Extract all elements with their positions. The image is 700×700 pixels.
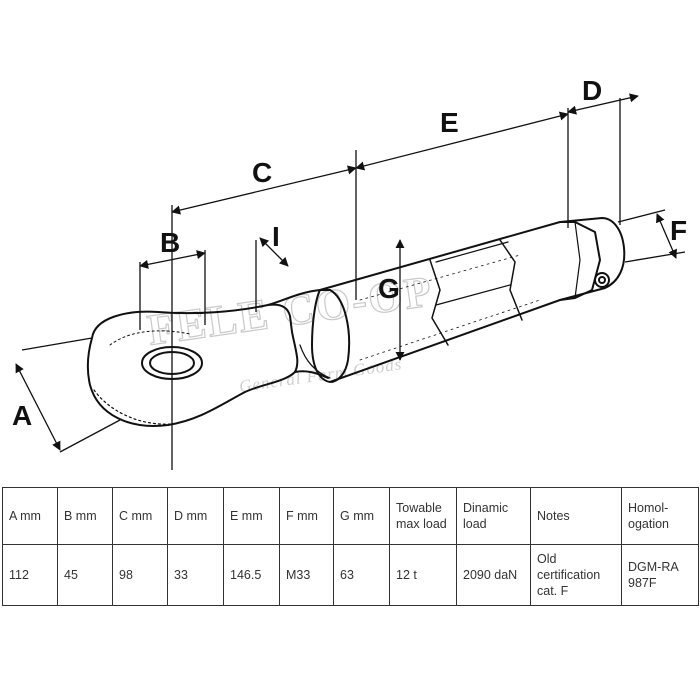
value-f: M33 xyxy=(279,544,334,606)
value-g: 63 xyxy=(333,544,390,606)
value-towable-max-load: 12 t xyxy=(389,544,457,606)
value-b: 45 xyxy=(57,544,113,606)
header-a: A mm xyxy=(2,487,58,545)
header-towable-max-load: Towable max load xyxy=(389,487,457,545)
header-notes: Notes xyxy=(530,487,622,545)
specifications-table: A mm B mm C mm D mm E mm F mm G mm Towab… xyxy=(2,487,699,606)
header-g: G mm xyxy=(333,487,390,545)
header-f: F mm xyxy=(279,487,334,545)
label-f: F xyxy=(670,215,687,246)
label-i: I xyxy=(272,221,280,252)
header-e: E mm xyxy=(223,487,280,545)
label-e: E xyxy=(440,107,459,138)
label-c: C xyxy=(252,157,272,188)
label-a: A xyxy=(12,400,32,431)
label-g: G xyxy=(378,273,400,304)
value-homologation: DGM-RA 987F xyxy=(621,544,699,606)
label-d: D xyxy=(582,75,602,106)
header-dinamic-load: Dinamic load xyxy=(456,487,531,545)
value-dinamic-load: 2090 daN xyxy=(456,544,531,606)
towing-eye-drawing: FELE CO-OP General Farm Goods xyxy=(12,75,687,470)
value-notes: Old certification cat. F xyxy=(530,544,622,606)
label-b: B xyxy=(160,227,180,258)
dimension-lines xyxy=(15,93,686,470)
header-d: D mm xyxy=(167,487,224,545)
table-row: 112 45 98 33 146.5 M33 63 12 t 2090 daN … xyxy=(2,544,699,606)
value-a: 112 xyxy=(2,544,58,606)
table-header-row: A mm B mm C mm D mm E mm F mm G mm Towab… xyxy=(2,487,699,545)
value-e: 146.5 xyxy=(223,544,280,606)
value-d: 33 xyxy=(167,544,224,606)
header-c: C mm xyxy=(112,487,168,545)
header-b: B mm xyxy=(57,487,113,545)
value-c: 98 xyxy=(112,544,168,606)
header-homologation: Homol-ogation xyxy=(621,487,699,545)
split-pin xyxy=(594,272,610,288)
body-cylinder xyxy=(311,217,626,383)
